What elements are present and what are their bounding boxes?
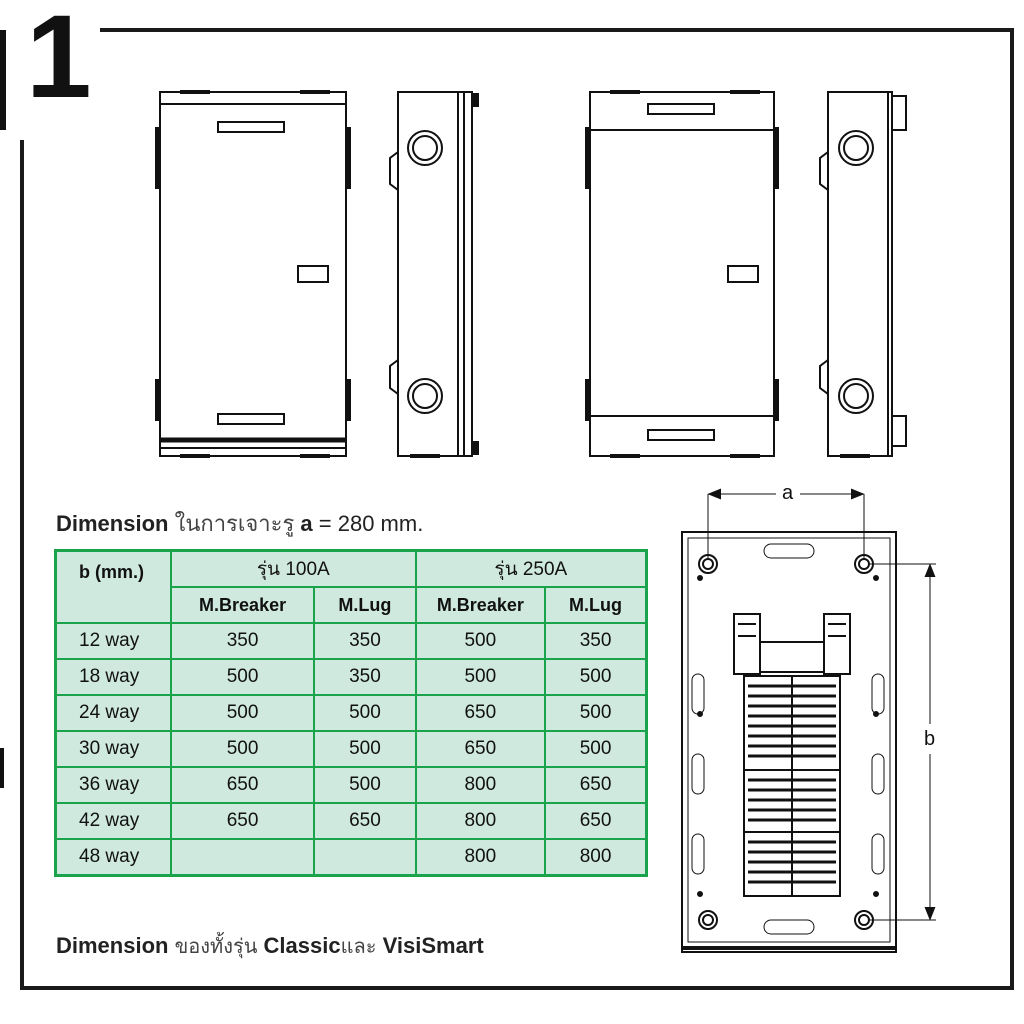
value-cell: 500 — [313, 766, 417, 804]
value-cell: 350 — [544, 622, 648, 660]
model-classic: Classic — [263, 933, 341, 958]
edge-mark-mid — [0, 748, 4, 788]
dimension-table: b (mm.) รุ่น 100A รุ่น 250A M.Breaker M.… — [54, 549, 648, 877]
value-cell: 500 — [544, 694, 648, 732]
value-cell: 800 — [414, 838, 547, 877]
way-cell: 18 way — [54, 658, 172, 696]
front-view-closed — [155, 90, 351, 458]
table-row: 30 way 500 500 650 500 — [54, 730, 648, 768]
table-row: 36 way 650 500 800 650 — [54, 766, 648, 804]
note-label: Dimension — [56, 933, 169, 958]
value-cell: 350 — [313, 622, 417, 660]
value-cell: 500 — [313, 694, 417, 732]
value-cell — [313, 838, 417, 877]
value-cell: 650 — [414, 730, 547, 768]
way-cell: 30 way — [54, 730, 172, 768]
subheader-breaker-100a: M.Breaker — [169, 586, 316, 624]
value-cell: 800 — [544, 838, 648, 877]
front-view-open — [585, 90, 779, 458]
dimension-a-label: a — [778, 482, 798, 505]
way-cell: 12 way — [54, 622, 172, 660]
value-cell: 350 — [313, 658, 417, 696]
value-cell: 650 — [169, 802, 316, 840]
panel-diagram-svg — [681, 488, 936, 953]
note-text: ของทั้งรุ่น — [174, 936, 258, 958]
side-view-2 — [819, 91, 907, 458]
model-visismart: VisiSmart — [382, 933, 484, 958]
value-cell: 500 — [414, 658, 547, 696]
corner-header: b (mm.) — [54, 549, 172, 624]
group-header-100a: รุ่น 100A — [169, 549, 417, 588]
value-cell: 650 — [313, 802, 417, 840]
value-cell: 650 — [544, 766, 648, 804]
dimension-label: Dimension — [56, 511, 169, 536]
value-cell: 650 — [414, 694, 547, 732]
value-cell: 350 — [169, 622, 316, 660]
panel-interior-diagram: a b — [664, 474, 964, 964]
value-cell: 800 — [414, 802, 547, 840]
subheader-lug-100a: M.Lug — [313, 586, 417, 624]
value-cell: 650 — [169, 766, 316, 804]
value-cell: 800 — [414, 766, 547, 804]
table-row: 18 way 500 350 500 500 — [54, 658, 648, 696]
table-row: 42 way 650 650 800 650 — [54, 802, 648, 840]
frame-gap — [18, 20, 100, 140]
way-cell: 42 way — [54, 802, 172, 840]
group-header-250a: รุ่น 250A — [414, 549, 648, 588]
way-cell: 24 way — [54, 694, 172, 732]
dimension-value: = 280 mm. — [318, 511, 424, 536]
dimension-b-label: b — [920, 728, 940, 751]
value-cell — [169, 838, 316, 877]
edge-mark-top — [0, 30, 6, 130]
subheader-breaker-250a: M.Breaker — [414, 586, 547, 624]
value-cell: 500 — [544, 730, 648, 768]
subheader-lug-250a: M.Lug — [544, 586, 648, 624]
value-cell: 500 — [414, 622, 547, 660]
side-view-1 — [389, 91, 479, 458]
section-number: 1 — [26, 0, 92, 123]
dimension-var: a — [300, 511, 313, 536]
table-row: 48 way 800 800 — [54, 838, 648, 877]
value-cell: 500 — [313, 730, 417, 768]
table-row: 12 way 350 350 500 350 — [54, 622, 648, 660]
drill-text: ในการเจาะรู — [174, 511, 295, 536]
note-and: และ — [340, 936, 377, 958]
value-cell: 500 — [169, 694, 316, 732]
enclosure-drawings — [155, 90, 907, 458]
drill-dimension-line: Dimension ในการเจาะรู a = 280 mm. — [56, 506, 423, 541]
value-cell: 500 — [169, 730, 316, 768]
value-cell: 650 — [544, 802, 648, 840]
table-row: 24 way 500 500 650 500 — [54, 694, 648, 732]
way-cell: 48 way — [54, 838, 172, 877]
value-cell: 500 — [544, 658, 648, 696]
value-cell: 500 — [169, 658, 316, 696]
content-frame — [20, 28, 1014, 990]
models-note: Dimension ของทั้งรุ่น Classicและ VisiSma… — [56, 930, 484, 962]
way-cell: 36 way — [54, 766, 172, 804]
